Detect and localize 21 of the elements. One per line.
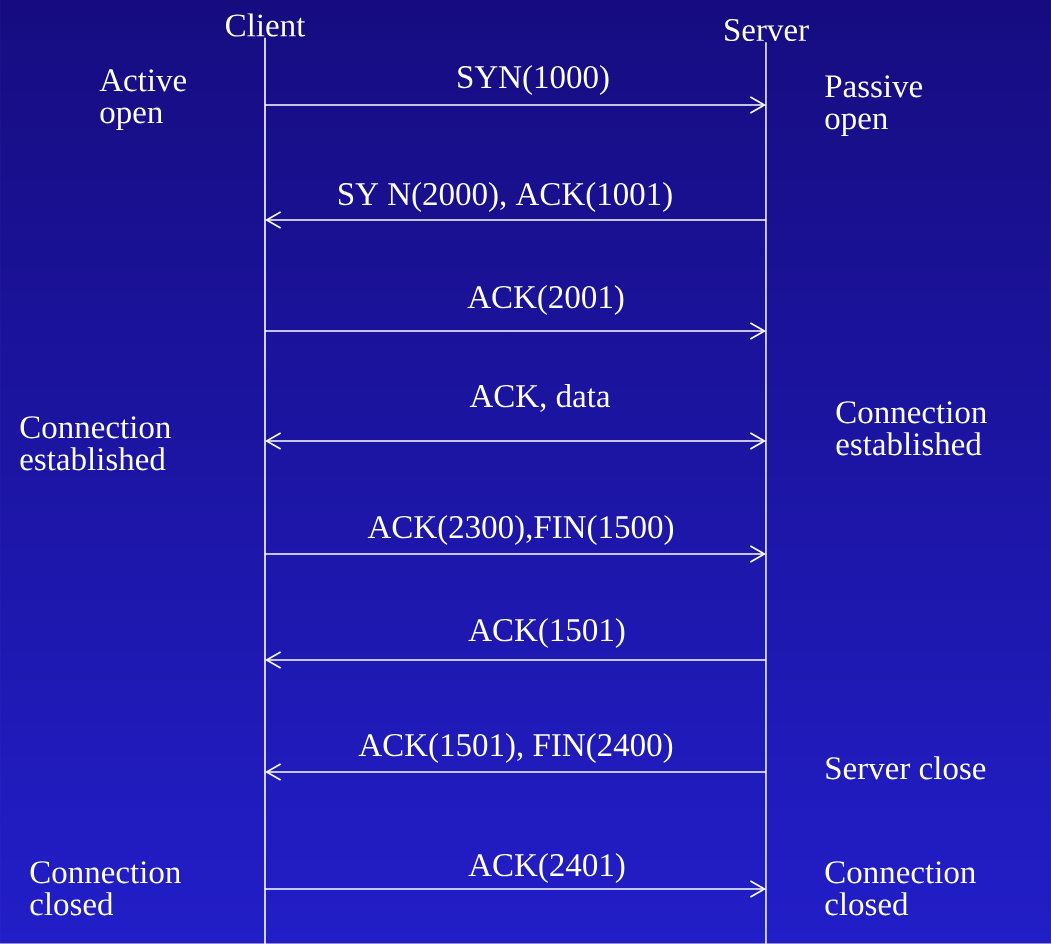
message-arrow [264,96,766,114]
state-note: Connection established [20,416,171,471]
lifeline-heading: Client [226,13,306,37]
message-arrow [264,322,766,340]
message-arrow [265,651,767,669]
message-label: ACK(2001) [467,285,624,315]
message-arrow [265,763,767,781]
state-note: Connection closed [30,861,181,916]
message-label: ACK(2401) [468,853,625,883]
message-label: ACK(1501), FIN(2400) [358,733,673,763]
message-label: SY N(2000), ACK(1001) [339,182,672,212]
message-label: ACK(1501) [468,618,625,648]
message-arrow [265,211,767,229]
message-arrow [265,432,766,450]
message-arrow [264,545,766,563]
message-arrow [264,880,766,898]
lifeline-heading: Server [725,18,809,42]
message-label: ACK, data [469,384,611,412]
message-label: ACK(2300),FIN(1500) [367,515,674,545]
state-note: Active open [99,69,187,131]
message-label: SYN(1000) [458,65,609,95]
